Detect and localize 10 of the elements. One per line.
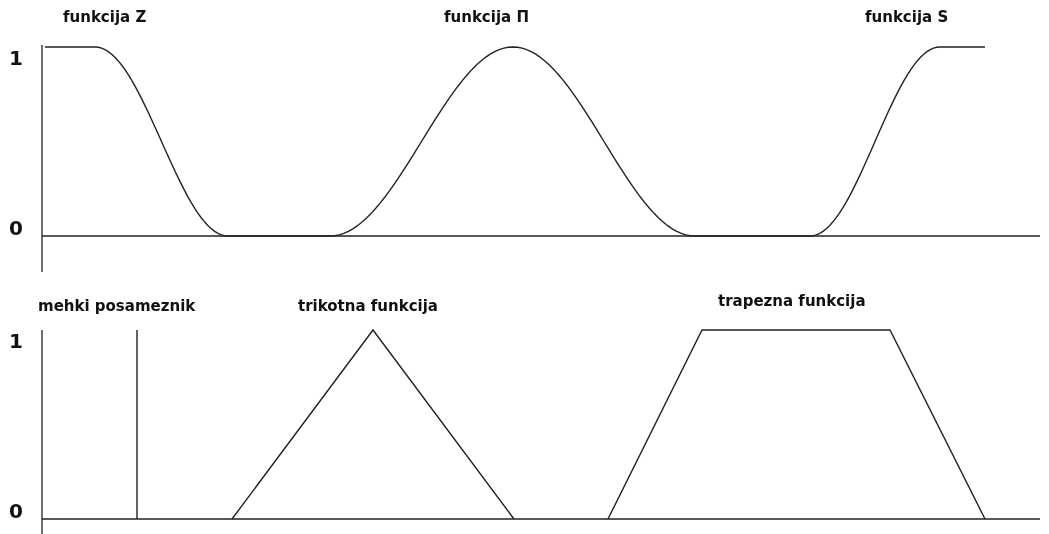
axis-tick-label: 0 <box>9 501 23 521</box>
curve-title: mehki posameznik <box>38 299 196 314</box>
curve-title: trapezna funkcija <box>718 294 866 309</box>
curve-title: funkcija Π <box>444 10 529 25</box>
curve-title: trikotna funkcija <box>298 299 438 314</box>
axis-tick-label: 1 <box>9 48 23 68</box>
curve-title: funkcija S <box>865 10 949 25</box>
axis-tick-label: 1 <box>9 331 23 351</box>
axis-tick-label: 0 <box>9 218 23 238</box>
curve-title: funkcija Z <box>63 10 147 25</box>
